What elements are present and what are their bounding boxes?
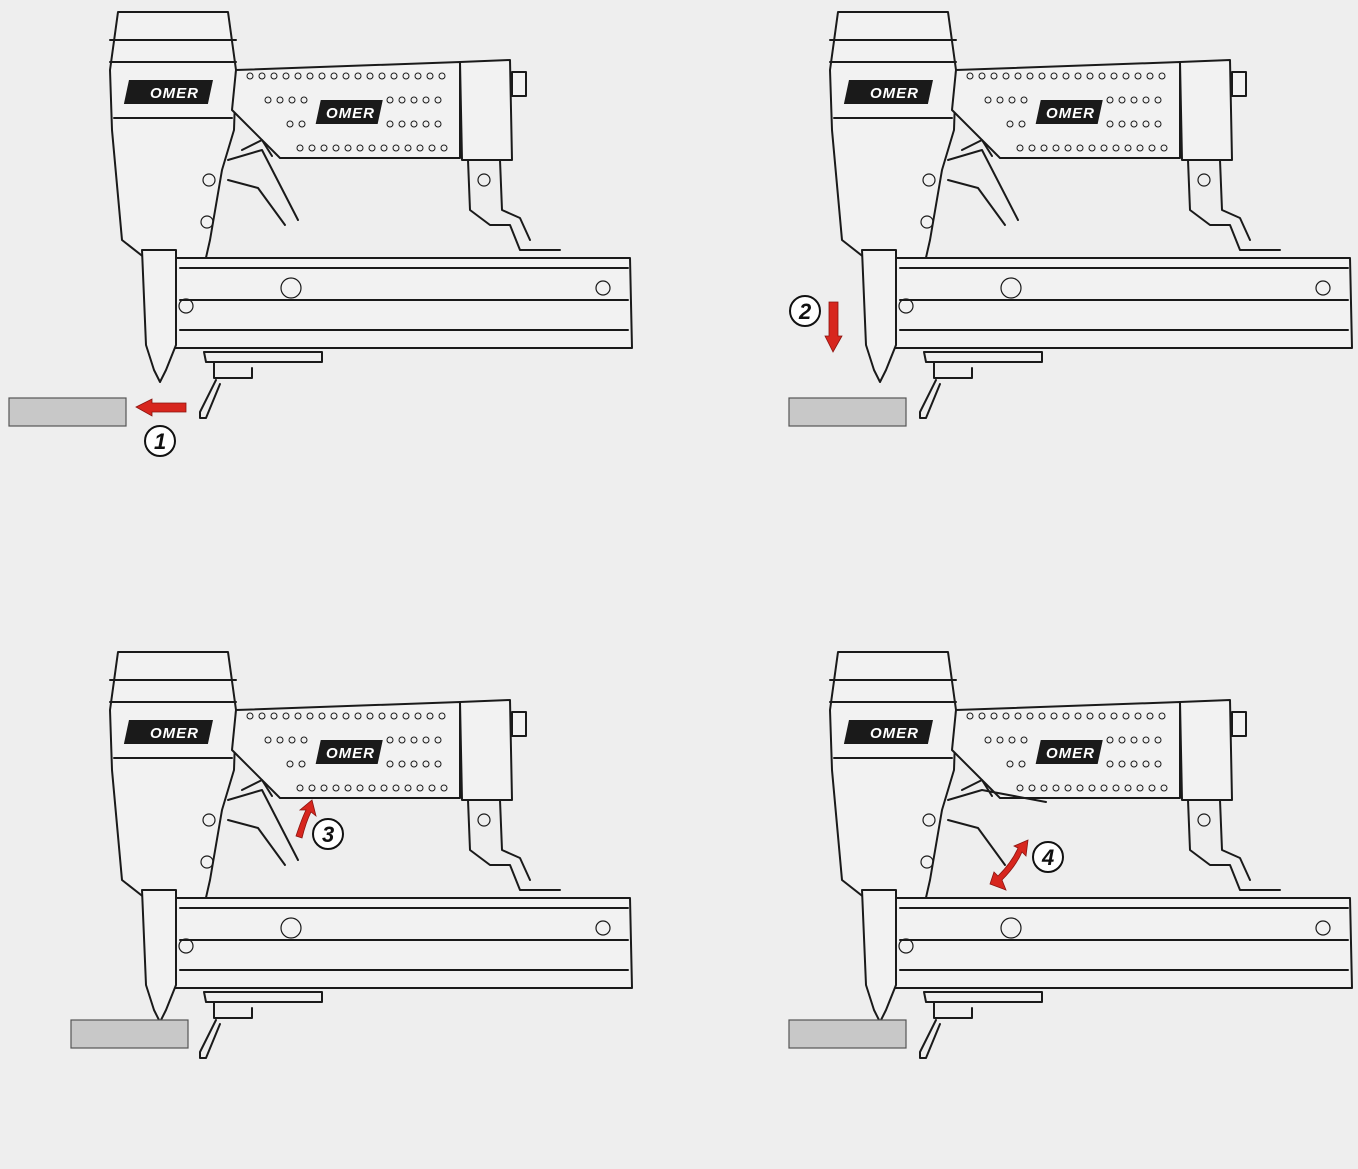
step-number: 3 xyxy=(322,822,334,847)
panel-step-4: OMER OMER xyxy=(720,640,1358,1169)
panel-step-2: OMER OMER xyxy=(720,0,1358,529)
arrow-left-icon xyxy=(135,398,187,417)
step-number: 4 xyxy=(1041,845,1054,870)
arrow-double-curved-icon xyxy=(989,839,1029,891)
brand-logo: OMER xyxy=(870,85,919,102)
brand-logo-handle: OMER xyxy=(326,105,375,122)
step-badge xyxy=(789,295,821,327)
instruction-sheet: OMER OMER xyxy=(0,0,1358,1059)
step-badge xyxy=(144,425,176,457)
brand-logo-handle: OMER xyxy=(326,745,375,762)
stapler-illustration: OMER OMER xyxy=(788,651,1353,1059)
stapler-illustration: OMER OMER xyxy=(788,11,1353,427)
brand-logo-handle: OMER xyxy=(1046,745,1095,762)
arrow-down-icon xyxy=(824,301,843,353)
workpiece xyxy=(788,1019,907,1049)
step-badge xyxy=(1032,841,1064,873)
workpiece xyxy=(70,1019,189,1049)
workpiece xyxy=(788,397,907,427)
panel-step-3: OMER OMER xyxy=(0,640,679,1169)
brand-logo-handle: OMER xyxy=(1046,105,1095,122)
step-number: 2 xyxy=(798,299,812,324)
workpiece xyxy=(8,397,127,427)
step-number: 1 xyxy=(154,429,166,454)
stapler-illustration: OMER OMER xyxy=(8,11,633,457)
arrow-up-curved-icon xyxy=(295,799,317,839)
step-badge xyxy=(312,818,344,850)
brand-logo: OMER xyxy=(870,725,919,742)
brand-logo: OMER xyxy=(150,725,199,742)
panel-step-1: OMER OMER xyxy=(0,0,679,529)
brand-logo: OMER xyxy=(150,85,199,102)
stapler-illustration: OMER OMER xyxy=(70,651,633,1059)
